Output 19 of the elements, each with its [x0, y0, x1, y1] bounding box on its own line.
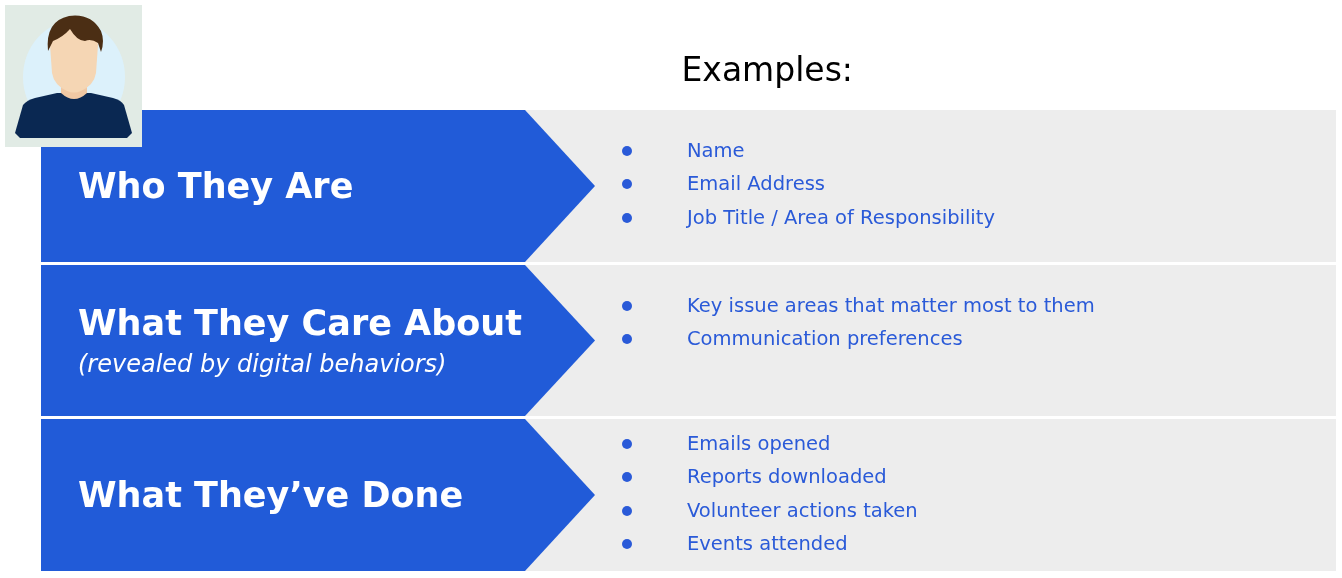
section-heading: What They’ve Done [78, 474, 465, 517]
list-item: Name [687, 138, 745, 164]
subheading: (revealed by digital behaviors) [78, 348, 448, 380]
list-item: Job Title / Area of Responsibility [687, 204, 995, 231]
list-item: Emails opened [687, 431, 831, 457]
section-heading: What They Care About [78, 301, 523, 345]
list-item: Reports downloaded [687, 464, 887, 491]
column-heading: Examples: [681, 50, 853, 90]
chevron-banner [41, 265, 595, 416]
chevron-banner [41, 419, 595, 571]
list-item: Events attended [687, 530, 848, 557]
list-item: Email Address [687, 171, 825, 198]
list-item: Communication preferences [687, 326, 963, 353]
list-item: Key issue areas that matter most to them [687, 293, 1095, 319]
example-panel [525, 110, 1336, 262]
section-heading: Who They Are [78, 165, 355, 208]
list-item: Volunteer actions taken [687, 497, 918, 524]
example-panel [525, 419, 1336, 571]
example-panel [525, 265, 1336, 416]
